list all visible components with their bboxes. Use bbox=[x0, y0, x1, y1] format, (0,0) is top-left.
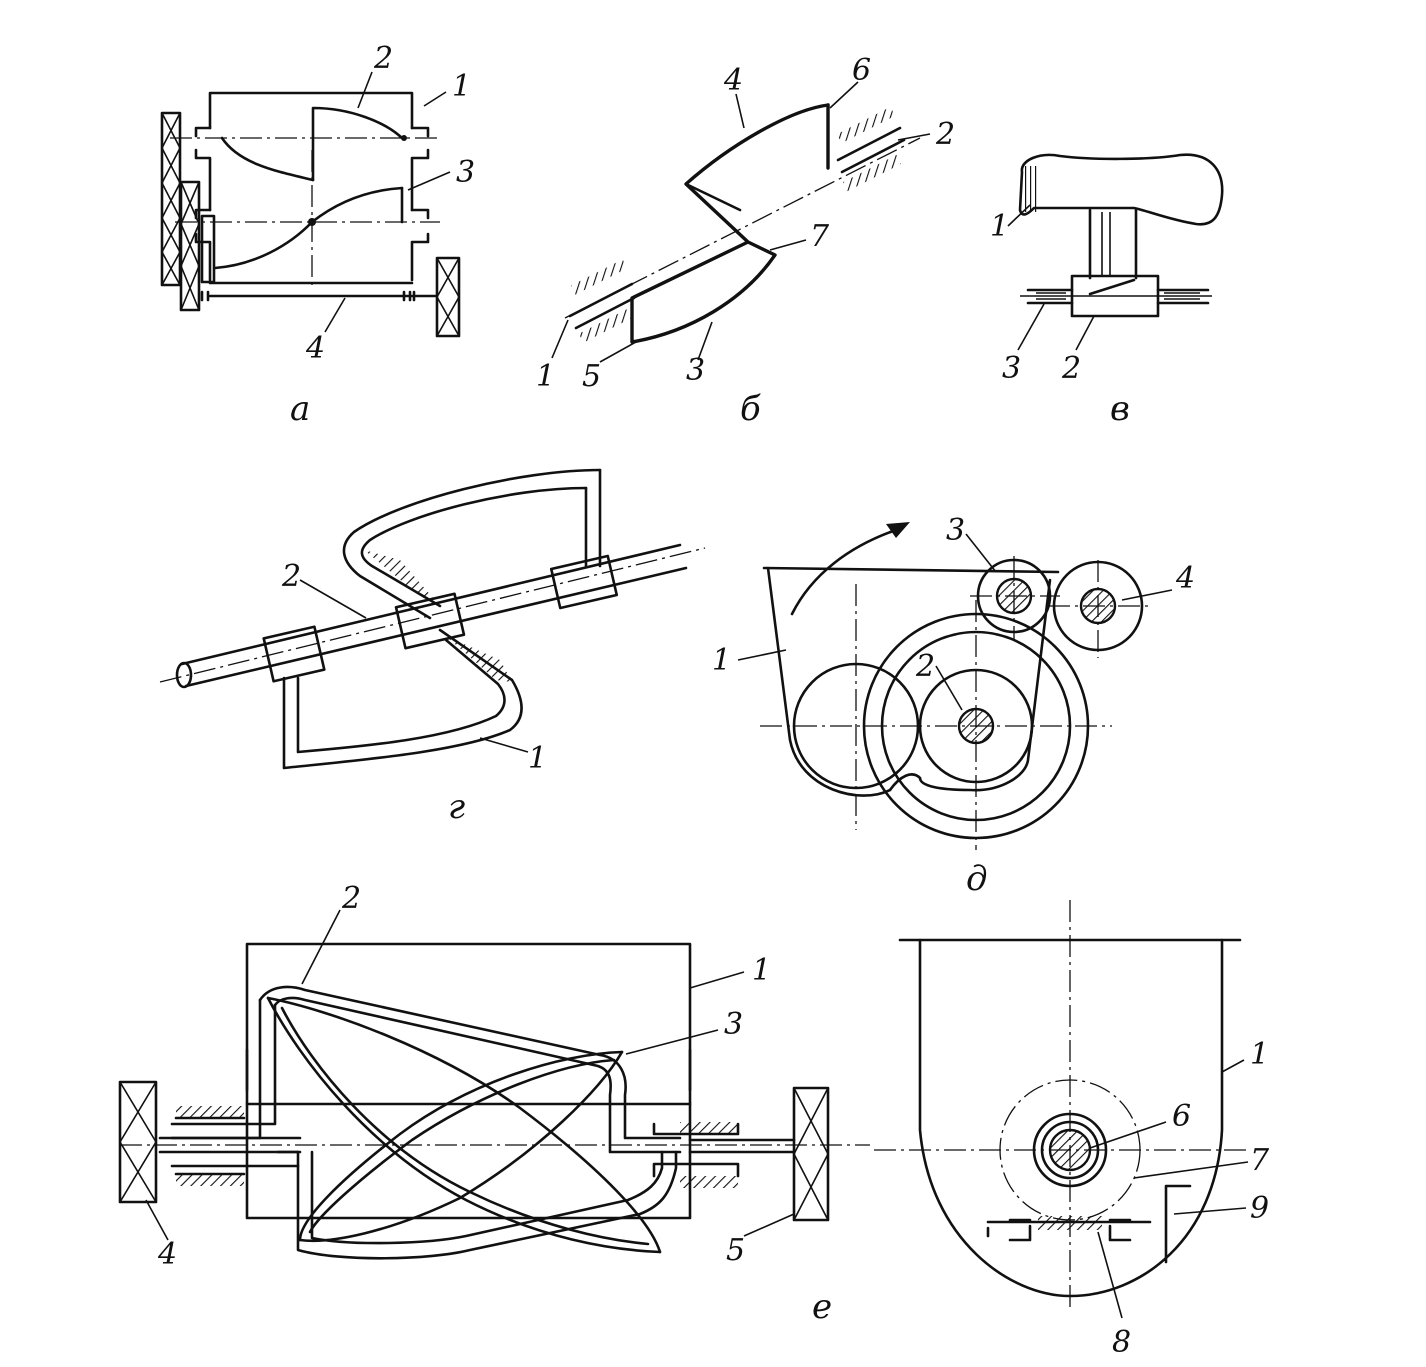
caption-b: б bbox=[740, 389, 761, 429]
label-es-1: 1 bbox=[1250, 1037, 1269, 1072]
label-e-3: 3 bbox=[724, 1007, 743, 1042]
label-b-5: 5 bbox=[582, 359, 601, 394]
label-g-1: 1 bbox=[528, 741, 547, 776]
label-b-7: 7 bbox=[810, 219, 830, 254]
label-g-2: 2 bbox=[281, 559, 301, 594]
label-d-4: 4 bbox=[1175, 561, 1195, 596]
caption-e: е bbox=[812, 1287, 832, 1327]
label-e-4: 4 bbox=[157, 1237, 177, 1272]
caption-g: г bbox=[448, 787, 465, 827]
panel-e-side: 6 7 9 1 8 bbox=[874, 900, 1270, 1360]
caption-a: а bbox=[290, 389, 310, 429]
label-e-1: 1 bbox=[752, 953, 771, 988]
panel-b: 4 6 2 7 1 5 3 б bbox=[536, 53, 955, 429]
label-b-3: 3 bbox=[686, 353, 705, 388]
label-e-5: 5 bbox=[726, 1233, 745, 1268]
label-es-7: 7 bbox=[1250, 1143, 1270, 1178]
label-d-3: 3 bbox=[946, 513, 965, 548]
label-b-4: 4 bbox=[723, 63, 743, 98]
label-a-1: 1 bbox=[452, 69, 471, 104]
label-b-6: 6 bbox=[852, 53, 871, 88]
panel-v: 1 3 2 в bbox=[990, 153, 1224, 429]
panel-g: 2 1 г bbox=[159, 468, 706, 827]
label-d-1: 1 bbox=[712, 643, 731, 678]
panel-e: 2 1 3 4 5 е bbox=[118, 881, 870, 1327]
label-es-8: 8 bbox=[1112, 1325, 1131, 1360]
label-a-3: 3 bbox=[456, 155, 475, 190]
label-e-2: 2 bbox=[341, 881, 361, 916]
label-b-1: 1 bbox=[536, 359, 555, 394]
panel-a: 2 1 3 4 а bbox=[160, 41, 475, 429]
label-a-2: 2 bbox=[373, 41, 393, 76]
label-b-2: 2 bbox=[935, 117, 955, 152]
caption-d: д bbox=[966, 859, 988, 899]
label-a-4: 4 bbox=[305, 331, 325, 366]
label-d-2: 2 bbox=[915, 649, 935, 684]
label-es-6: 6 bbox=[1172, 1099, 1191, 1134]
label-v-1: 1 bbox=[990, 209, 1009, 244]
label-v-2: 2 bbox=[1061, 351, 1081, 386]
caption-v: в bbox=[1110, 389, 1130, 429]
panel-d: 1 3 4 2 д bbox=[712, 513, 1195, 899]
label-v-3: 3 bbox=[1002, 351, 1021, 386]
label-es-9: 9 bbox=[1250, 1191, 1269, 1226]
